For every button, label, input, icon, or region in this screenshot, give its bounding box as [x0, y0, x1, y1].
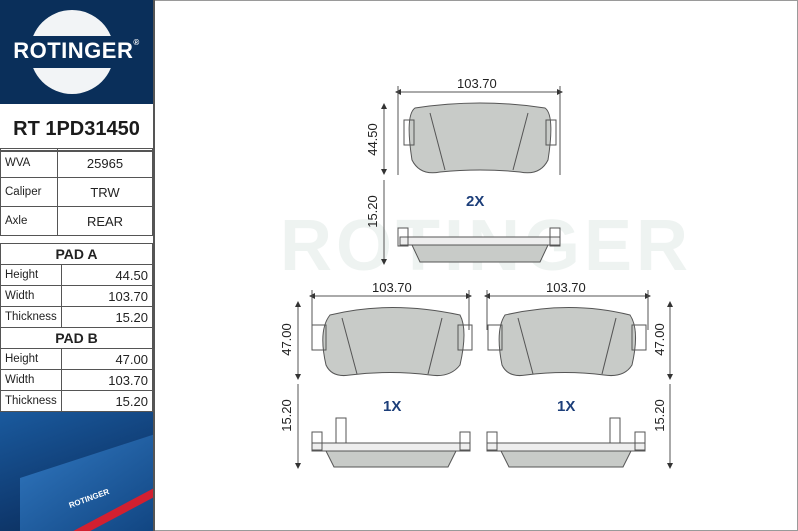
bl-height-dim: 47.00	[278, 323, 294, 356]
br-qty: 1X	[557, 398, 576, 415]
pad-b-left-front-view	[295, 290, 473, 380]
brand-name: ROTINGER®	[13, 38, 140, 63]
pad-b-right-front-view	[484, 290, 673, 380]
pad-b-right-side-view	[486, 384, 673, 469]
logo-disc-icon	[0, 10, 153, 94]
bl-qty: 1X	[383, 398, 402, 415]
pad-a-side-view	[381, 180, 561, 265]
brand-logo: ROTINGER®	[0, 0, 153, 104]
br-width-dim: 103.70	[546, 280, 586, 295]
product-box-image: ROTINGER	[0, 412, 153, 531]
pad-a-front-view	[381, 86, 563, 175]
bl-thickness-dim: 15.20	[278, 399, 294, 432]
top-qty: 2X	[466, 193, 485, 210]
top-thickness-dim: 15.20	[364, 195, 380, 228]
br-height-dim: 47.00	[651, 323, 667, 356]
br-thickness-dim: 15.20	[651, 399, 667, 432]
top-height-dim: 44.50	[364, 123, 380, 156]
bl-width-dim: 103.70	[372, 280, 412, 295]
pad-b-left-side-view	[295, 384, 471, 469]
top-width-dim: 103.70	[457, 76, 497, 91]
